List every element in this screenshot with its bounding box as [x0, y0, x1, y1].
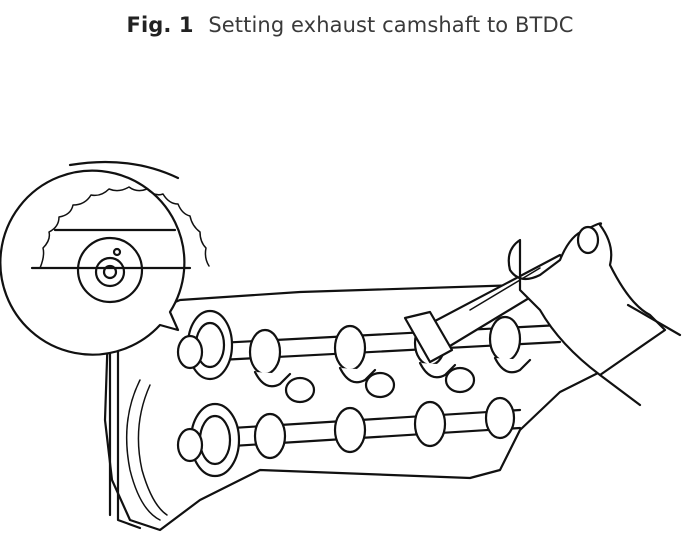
figure-label: Fig. 1: [126, 13, 194, 37]
cylinder-head: [103, 283, 622, 532]
figure-caption-text: Setting exhaust camshaft to BTDC: [208, 13, 574, 37]
intake-camshaft: [198, 366, 522, 460]
detail-callout: [0, 160, 210, 356]
figure-caption: Fig. 1 Setting exhaust camshaft to BTDC: [0, 13, 700, 37]
exhaust-camshaft: [178, 315, 562, 388]
camshaft-gears: [125, 309, 241, 521]
hand: [507, 222, 682, 407]
